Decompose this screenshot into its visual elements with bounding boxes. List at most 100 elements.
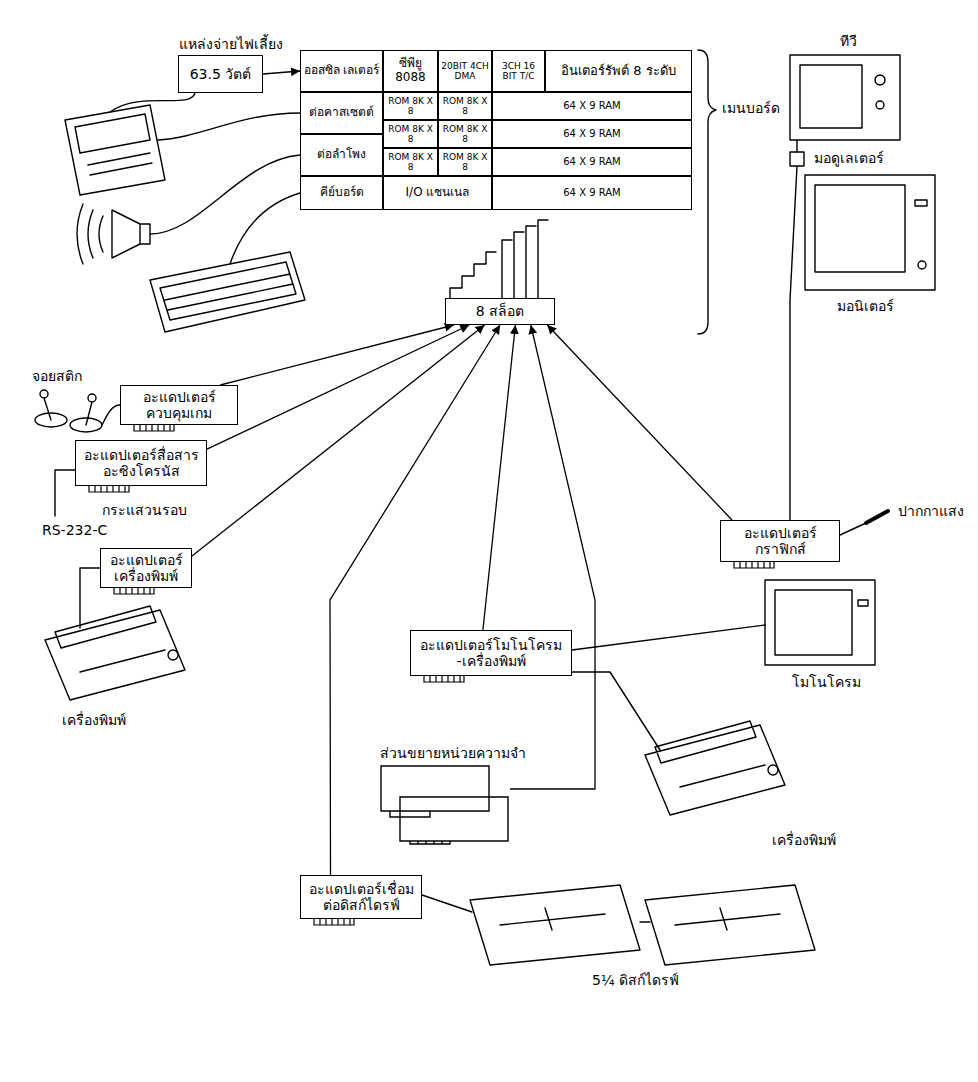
adapter-card: อะแดปเตอร์ ควบคุมเกม [120,385,238,425]
light-pen [866,511,888,523]
slot-box: 8 สล็อต [445,298,555,325]
node-text: ROM 8K X 8 [441,152,489,173]
card-edge-connector [89,485,129,492]
adapter-card: อะแดปเตอร์ กราฟิกส์ [720,520,840,562]
node-text: อะแดปเตอร์ เครื่องพิมพ์ [105,552,187,584]
wire [150,155,300,234]
board-cell: อินเตอร์รัพต์ 8 ระดับ [545,50,692,92]
cassette-recorder [65,105,165,195]
wire [790,140,797,520]
card-edge-connector [134,424,174,431]
node-text: ซีพียู 8088 [386,57,435,85]
device-label: มอดูเลเตอร์ [812,150,886,167]
speaker [77,204,150,264]
board-cell: 20BIT 4CH DMA [438,50,492,92]
ram-cell: 64 X 9 RAM [492,176,692,210]
node-text: 64 X 9 RAM [495,100,689,112]
node-text: ROM 8K X 8 [386,124,435,145]
connector-arrow [547,325,732,520]
printer [45,606,185,700]
board-cell: I/O แชนเนล [383,176,492,210]
memory-expansion: ส่วนขยายหน่วยความจำ [380,765,510,845]
node-text: คีย์บอร์ด [303,186,380,200]
adapter-card: อะแดปเตอร์โมโนโครม -เครื่องพิมพ์ [410,630,572,676]
slot-stack [450,220,548,298]
tv-set [790,55,900,140]
device-label: เมนบอร์ด [720,100,782,117]
node-text: ROM 8K X 8 [441,96,489,117]
device-label: ทีวี [838,33,859,50]
node-text: ROM 8K X 8 [441,124,489,145]
card-edge-connector [133,424,175,432]
node-text: 63.5 วัตต์ [183,66,258,82]
board-cell: ต่อลำโพง [300,134,383,176]
node-text: อะแดปเตอร์โมโนโครม -เครื่องพิมพ์ [415,637,567,669]
node-text: ต่อลำโพง [303,148,380,162]
adapter-card: อะแดปเตอร์ เครื่องพิมพ์ [100,548,192,588]
joystick [35,390,102,432]
device-label: RS-232-C [40,522,109,539]
ram-cell: 64 X 9 RAM [492,92,692,120]
node-text: 64 X 9 RAM [495,187,689,199]
wire [840,523,866,535]
node-text: อะแดปเตอร์ กราฟิกส์ [725,525,835,557]
card-edge-connector [314,918,354,925]
connector-arrow [220,325,453,385]
rom-cell: ROM 8K X 8 [383,120,438,148]
rom-cell: ROM 8K X 8 [438,120,492,148]
node-heading: แหล่งจ่ายไฟเลี้ยง [177,36,285,52]
mainboard-brace [698,50,716,334]
connector-arrow [192,325,485,556]
modulator-box [790,152,804,166]
node-text: 64 X 9 RAM [495,156,689,168]
connector-arrow [263,71,300,74]
keyboard [150,252,305,332]
node-text: อะแดปเตอร์สื่อสาร อะซิงโครนัส [80,447,202,479]
power-box: แหล่งจ่ายไฟเลี้ยง63.5 วัตต์ [178,55,263,93]
disk-drive [645,885,815,965]
node-text: I/O แชนเนล [386,186,489,200]
board-cell: ออสซิล เลเตอร์ [300,50,383,92]
wire [230,193,300,264]
card-edge-connector [88,485,130,493]
memory-card-outline [381,766,508,844]
wire [572,672,660,750]
adapter-card: อะแดปเตอร์สื่อสาร อะซิงโครนัส [75,440,207,486]
rom-cell: ROM 8K X 8 [383,148,438,176]
card-edge-connector [423,675,465,683]
node-text: 64 X 9 RAM [495,128,689,140]
node-text: ROM 8K X 8 [386,152,435,173]
wire [80,568,100,628]
memory-card-outline [380,765,510,845]
mono-monitor [765,580,875,665]
card-edge-connector [424,675,464,682]
node-text: ROM 8K X 8 [386,96,435,117]
node-text: ต่อคาสเซตต์ [303,106,380,120]
wire [158,113,300,140]
card-edge-connector [113,587,155,595]
board-cell: 3CH 16 BIT T/C [492,50,545,92]
printer [645,721,785,815]
connector-arrow [510,325,595,789]
connector-arrow [483,325,516,630]
board-cell: คีย์บอร์ด [300,176,383,210]
wire [110,93,195,112]
node-text: 20BIT 4CH DMA [441,61,489,82]
device-label: กระแสวนรอบ [100,502,189,519]
node-heading: ส่วนขยายหน่วยความจำ [378,745,528,761]
node-text: ออสซิล เลเตอร์ [303,64,380,78]
device-label: 5¼ ดิสก์ไดรฟ์ [590,972,681,989]
node-text: 8 สล็อต [450,303,550,319]
device-label: จอยสติก [30,368,84,385]
device-label: ปากกาแสง [896,503,966,520]
device-label: เครื่องพิมพ์ [60,712,128,729]
card-edge-connector [733,561,775,569]
rom-cell: ROM 8K X 8 [438,148,492,176]
node-text: อะแดปเตอร์ ควบคุมเกม [125,389,233,421]
wire [572,625,765,650]
device-label: มอนิเตอร์ [835,298,896,315]
board-cell: ซีพียู 8088 [383,50,438,92]
card-edge-connector [313,918,355,926]
disk-drive [470,885,640,965]
